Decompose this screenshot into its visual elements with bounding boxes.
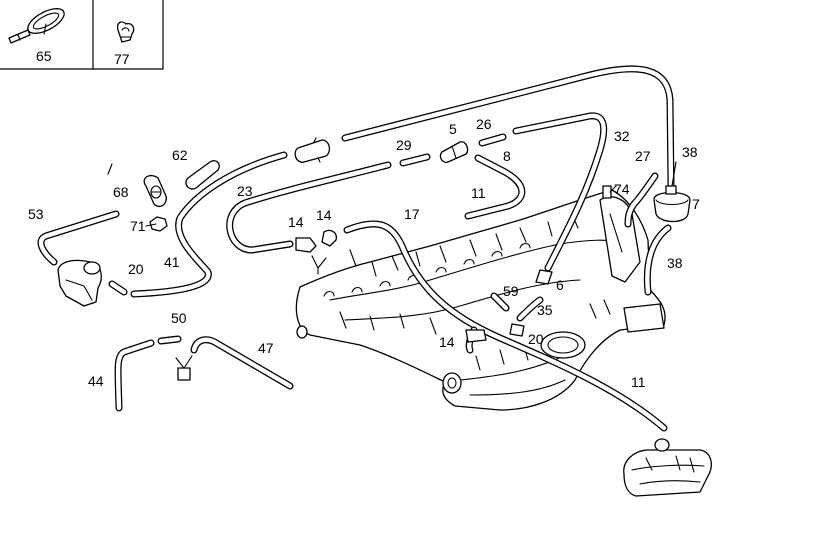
cable-tie-icon <box>8 8 65 44</box>
callout-8: 8 <box>503 148 511 164</box>
callout-26: 26 <box>476 116 492 132</box>
vacuum-unit-11 <box>623 438 712 497</box>
callout-6: 6 <box>556 277 564 293</box>
callout-77: 77 <box>114 51 130 67</box>
callout-11b: 11 <box>631 374 646 390</box>
hose-group <box>37 65 675 432</box>
hose-clamp-icon <box>116 21 135 43</box>
callout-59: 59 <box>503 283 519 299</box>
callout-29: 29 <box>396 137 412 153</box>
callout-labels: 65 77 62 68 71 53 20 41 23 29 5 26 8 11 … <box>28 48 700 390</box>
small-parts <box>57 137 691 381</box>
callout-20b: 20 <box>528 331 544 347</box>
inset-frame <box>0 0 164 70</box>
callout-71: 71 <box>130 218 146 234</box>
callout-68: 68 <box>113 184 129 200</box>
callout-35: 35 <box>537 302 553 318</box>
callout-44: 44 <box>88 373 104 389</box>
callout-41: 41 <box>164 254 180 270</box>
callout-65: 65 <box>36 48 52 64</box>
callout-14b: 14 <box>316 207 332 223</box>
callout-27: 27 <box>635 148 651 164</box>
callout-14c: 14 <box>439 334 455 350</box>
callout-20a: 20 <box>128 261 144 277</box>
callout-47: 47 <box>258 340 274 356</box>
intake-manifold <box>295 189 666 411</box>
leader-lines <box>43 23 677 227</box>
callout-38b: 38 <box>667 255 683 271</box>
callout-32: 32 <box>614 128 630 144</box>
callout-74: 74 <box>614 181 630 197</box>
callout-23: 23 <box>237 183 253 199</box>
callout-50: 50 <box>171 310 187 326</box>
callout-53: 53 <box>28 206 44 222</box>
callout-62: 62 <box>172 147 188 163</box>
callout-5: 5 <box>449 121 457 137</box>
callout-11a: 11 <box>471 185 486 201</box>
callout-14a: 14 <box>288 214 304 230</box>
callout-7: 7 <box>692 196 700 212</box>
callout-38a: 38 <box>682 144 698 160</box>
callout-17: 17 <box>404 206 420 222</box>
